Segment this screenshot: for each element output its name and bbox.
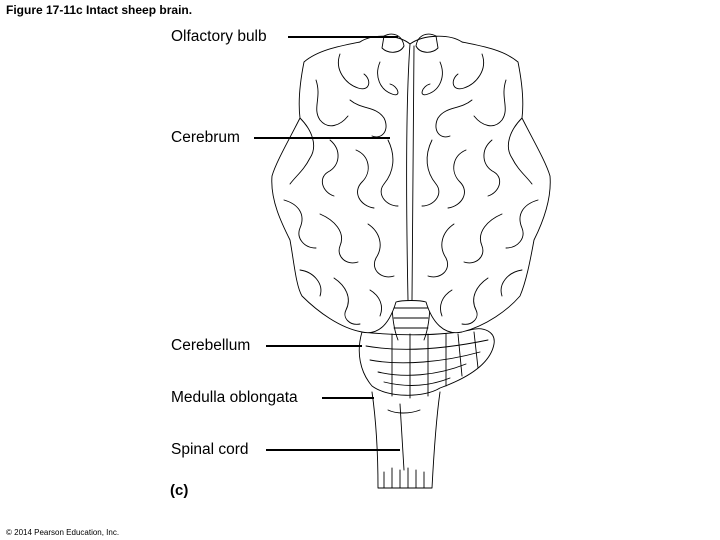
cerebrum-outline (271, 35, 551, 334)
label-cerebrum: Cerebrum (171, 129, 240, 146)
label-cerebellum: Cerebellum (171, 337, 251, 354)
longitudinal-fissure (406, 43, 411, 301)
label-medulla-oblongata: Medulla oblongata (171, 389, 298, 406)
label-olfactory-bulb: Olfactory bulb (171, 28, 267, 45)
label-spinal-cord: Spinal cord (171, 441, 249, 458)
figure-title: Figure 17-11c Intact sheep brain. (6, 3, 193, 17)
copyright-notice: © 2014 Pearson Education, Inc. (6, 528, 120, 537)
spinal-cord-outline (371, 391, 441, 489)
panel-label: (c) (170, 482, 189, 499)
